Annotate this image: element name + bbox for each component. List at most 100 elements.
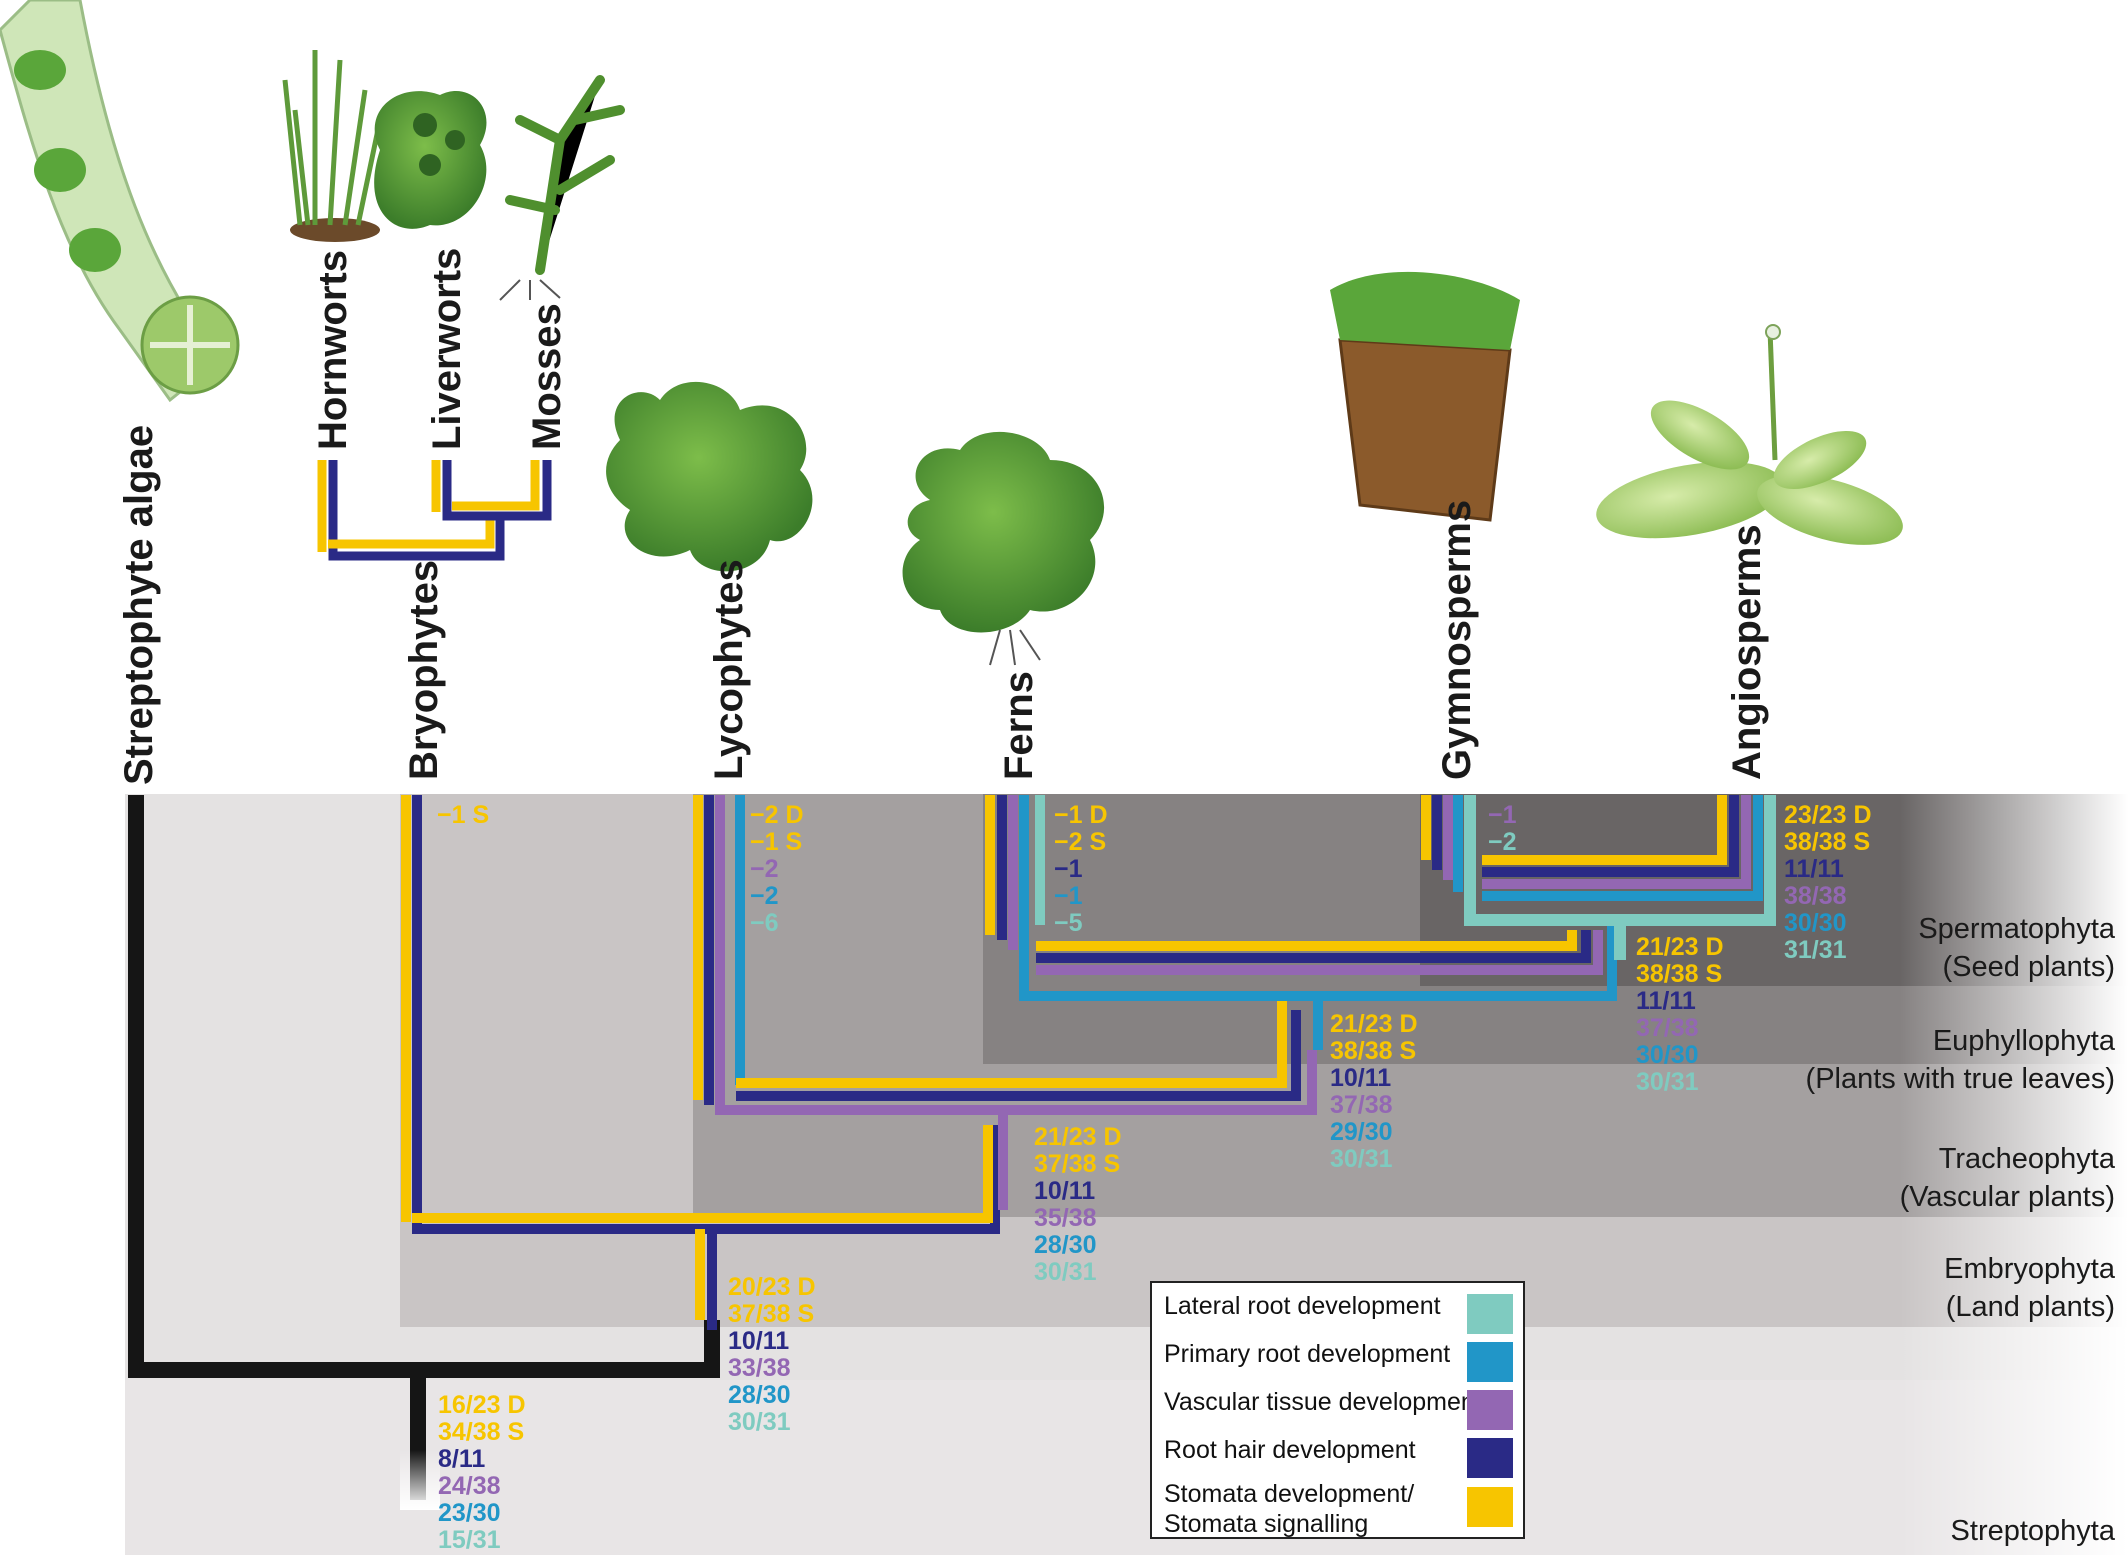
taxon-hornworts: Hornworts <box>311 250 355 450</box>
loss-fern-d: −1 D <box>1054 801 1108 829</box>
taxon-lycophytes: Lycophytes <box>707 559 751 780</box>
count-angio-roothair: 11/11 <box>1784 855 1844 883</box>
primary-root-swatch <box>1467 1342 1513 1382</box>
taxon-labels: Streptophyte algae Hornworts Liverworts … <box>117 248 1769 785</box>
hornwort-icon <box>282 50 383 242</box>
clade-euphyllophyta-common: (Plants with true leaves) <box>1806 1063 2115 1095</box>
count-trach-vascular: 35/38 <box>1034 1204 1097 1232</box>
clade-streptophyta-name: Streptophyta <box>1951 1515 2116 1547</box>
count-trach-d: 21/23 D <box>1034 1123 1122 1151</box>
count-angio-vascular: 38/38 <box>1784 882 1847 910</box>
loss-fern-lateral: −5 <box>1054 909 1083 937</box>
clade-spermatophyta-name: Spermatophyta <box>1918 913 2116 945</box>
count-trach-s: 37/38 S <box>1034 1150 1120 1178</box>
moss-icon <box>499 75 625 301</box>
count-strepto-roothair: 8/11 <box>438 1445 485 1473</box>
gymno-primary-h <box>1482 795 1763 901</box>
band-streptophyta <box>125 1380 2128 1555</box>
count-angio-d: 23/23 D <box>1784 801 1872 829</box>
gymnosperm-icon <box>1330 271 1520 522</box>
count-angio-s: 38/38 S <box>1784 828 1870 856</box>
loss-lyco-s: −1 S <box>750 828 802 856</box>
fern-vascular-h <box>1036 930 1603 975</box>
count-sperm-vascular: 37/38 <box>1636 1014 1699 1042</box>
count-euphyll-lateral: 30/31 <box>1330 1145 1393 1173</box>
loss-fern-s: −2 S <box>1054 828 1106 856</box>
legend-label: Primary root development <box>1164 1340 1451 1368</box>
taxon-bryophytes: Bryophytes <box>402 560 446 780</box>
legend-label: Vascular tissue development <box>1164 1388 1482 1416</box>
gymno-roothair-h <box>1482 795 1739 877</box>
legend-item-stomata: Stomata development/ Stomata signalling <box>1164 1479 1513 1538</box>
clade-tracheophyta-name: Tracheophyta <box>1939 1143 2116 1175</box>
stomata-swatch <box>1467 1487 1513 1527</box>
legend-item-vascular: Vascular tissue development <box>1164 1387 1513 1431</box>
count-trach-roothair: 10/11 <box>1034 1177 1095 1205</box>
clade-tracheophyta-common: (Vascular plants) <box>1900 1181 2115 1213</box>
count-sperm-s: 38/38 S <box>1636 960 1722 988</box>
clade-labels: Spermatophyta (Seed plants) Euphyllophyt… <box>1806 913 2116 1547</box>
loss-gymno-lateral: −2 <box>1488 828 1517 856</box>
taxon-ferns: Ferns <box>997 671 1041 780</box>
count-strepto-d: 16/23 D <box>438 1391 526 1419</box>
count-euphyll-roothair: 10/11 <box>1330 1064 1391 1092</box>
count-strepto-s: 34/38 S <box>438 1418 524 1446</box>
count-embryo-lateral: 30/31 <box>728 1408 791 1436</box>
count-angio-primary: 30/30 <box>1784 909 1847 937</box>
clade-embryophyta-name: Embryophyta <box>1944 1253 2116 1285</box>
horn-stomata-h <box>328 520 495 549</box>
count-trach-lateral: 30/31 <box>1034 1258 1097 1286</box>
count-euphyll-vascular: 37/38 <box>1330 1091 1393 1119</box>
lyco-vascular <box>715 795 1317 1115</box>
count-euphyll-d: 21/23 D <box>1330 1010 1418 1038</box>
bryo-stomata-h <box>412 1125 993 1223</box>
moss-stomata <box>452 460 540 511</box>
angiosperm-icon <box>1596 324 1903 545</box>
illustrations <box>0 0 1903 666</box>
taxon-streptophyte-algae: Streptophyte algae <box>117 425 161 785</box>
lycophyte-icon <box>606 381 813 572</box>
legend-label: Stomata development/ Stomata signalling <box>1164 1480 1415 1538</box>
count-euphyll-s: 38/38 S <box>1330 1037 1416 1065</box>
loss-lyco-vascular: −2 <box>750 855 779 883</box>
loss-gymno-vascular: −1 <box>1488 801 1517 829</box>
root-hair-swatch <box>1467 1438 1513 1478</box>
count-euphyll-primary: 29/30 <box>1330 1118 1393 1146</box>
horn-roothair <box>328 460 505 561</box>
clade-spermatophyta-common: (Seed plants) <box>1943 951 2116 983</box>
lyco-roothair-h <box>736 1010 1301 1101</box>
count-sperm-d: 21/23 D <box>1636 933 1724 961</box>
clade-euphyllophyta-name: Euphyllophyta <box>1933 1025 2116 1057</box>
loss-lyco-primary: −2 <box>750 882 779 910</box>
clade-embryophyta-common: (Land plants) <box>1946 1291 2115 1323</box>
tree <box>128 460 1776 1510</box>
count-strepto-lateral: 15/31 <box>438 1526 501 1554</box>
count-trach-primary: 28/30 <box>1034 1231 1097 1259</box>
legend-item-primary-root: Primary root development <box>1164 1339 1513 1383</box>
taxon-liverworts: Liverworts <box>425 248 469 450</box>
count-strepto-vascular: 24/38 <box>438 1472 501 1500</box>
count-strepto-primary: 23/30 <box>438 1499 501 1527</box>
loss-fern-primary: −1 <box>1054 882 1083 910</box>
bryophyte-roothair <box>412 795 1000 1234</box>
gymno-vascular-h <box>1482 795 1751 889</box>
count-embryo-roothair: 10/11 <box>728 1327 789 1355</box>
legend-label: Lateral root development <box>1164 1292 1441 1320</box>
count-embryo-d: 20/23 D <box>728 1273 816 1301</box>
taxon-mosses: Mosses <box>525 303 569 450</box>
count-angio-lateral: 31/31 <box>1784 936 1847 964</box>
liverwort-icon <box>374 91 487 229</box>
loss-lyco-lateral: −6 <box>750 909 779 937</box>
top-fade <box>125 780 2128 794</box>
fern-roothair-h <box>1036 930 1591 963</box>
taxon-angiosperms: Angiosperms <box>1725 524 1769 780</box>
count-embryo-vascular: 33/38 <box>728 1354 791 1382</box>
gymno-stomata-h <box>1482 795 1727 865</box>
lateral-root-swatch <box>1467 1294 1513 1334</box>
count-sperm-lateral: 30/31 <box>1636 1068 1699 1096</box>
fern-stomata-h <box>1036 930 1577 951</box>
legend-label: Root hair development <box>1164 1436 1416 1464</box>
count-embryo-primary: 28/30 <box>728 1381 791 1409</box>
loss-bryo-s: −1 S <box>437 801 489 829</box>
